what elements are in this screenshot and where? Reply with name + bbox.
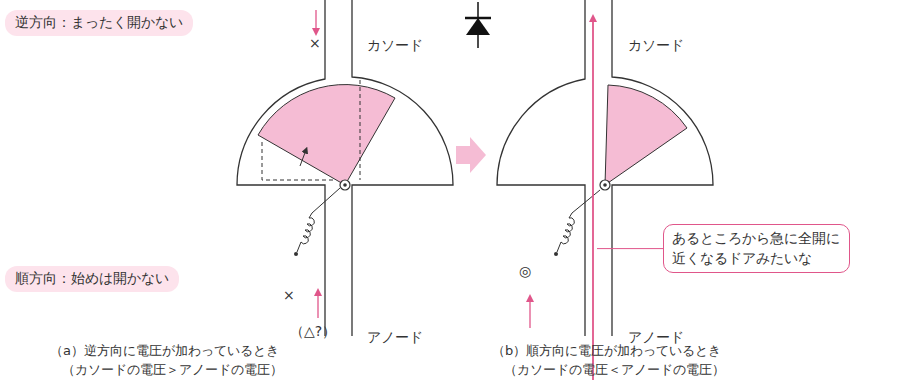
reverse-flow-arrow <box>315 10 316 32</box>
pipe-right-wall <box>352 0 453 336</box>
note-text: 順方向：始めは開かない <box>15 269 169 289</box>
caption-line: （カソードの電圧＞アノードの電圧） <box>62 362 283 379</box>
caption-line: （カソードの電圧＜アノードの電圧） <box>504 362 725 379</box>
diode-symbol <box>465 2 491 48</box>
dashed-line <box>262 142 335 180</box>
spring-anchor <box>294 252 298 256</box>
door-lever <box>572 190 600 213</box>
spring <box>557 213 574 252</box>
door-closed <box>258 85 395 185</box>
forward-flow-arrow <box>317 292 318 318</box>
note-pill: 逆方向：まったく開かない <box>5 10 193 36</box>
callout-leader <box>597 248 663 249</box>
caption-line: （b）順方向に電圧が加わっているとき <box>492 343 721 360</box>
panel-a-chamber <box>237 0 453 336</box>
dashed-line <box>360 80 361 180</box>
transition-arrow <box>456 137 486 173</box>
diode-triangle <box>466 18 490 35</box>
partial-mark: （△?） <box>290 322 336 340</box>
hinge-pin <box>343 183 347 187</box>
door-lever <box>312 188 340 213</box>
note-pill: 順方向：始めは開かない <box>5 266 179 292</box>
forward-flow-arrow <box>529 298 530 328</box>
rotation-arrow <box>300 150 306 166</box>
spring <box>297 213 314 252</box>
blocked-mark: × <box>283 286 295 304</box>
hinge <box>340 180 350 190</box>
spring-anchor <box>554 252 558 256</box>
hinge <box>600 180 610 190</box>
panel-b-chamber <box>497 0 713 336</box>
note-text: あるところから急に全開に 近くなるドアみたいな <box>672 229 841 268</box>
forward-current-arrow <box>592 18 594 380</box>
caption-line: （a）逆方向に電圧が加わっているとき <box>50 343 279 360</box>
pipe-left-wall <box>497 0 585 336</box>
terminal-name: アノード <box>367 328 423 346</box>
note-text: 逆方向：まったく開かない <box>15 13 183 33</box>
blocked-mark: × <box>309 34 321 52</box>
hinge-pin <box>603 183 607 187</box>
diode-bar <box>465 17 491 20</box>
callout-box: あるところから急に全開に 近くなるドアみたいな <box>663 224 850 273</box>
dashed-guides <box>262 80 360 180</box>
terminal-name: カソード <box>367 36 423 54</box>
open-mark: ◎ <box>519 262 531 280</box>
door-open <box>605 85 687 185</box>
terminal-name: カソード <box>628 36 684 54</box>
pipe-left-wall <box>237 0 325 336</box>
